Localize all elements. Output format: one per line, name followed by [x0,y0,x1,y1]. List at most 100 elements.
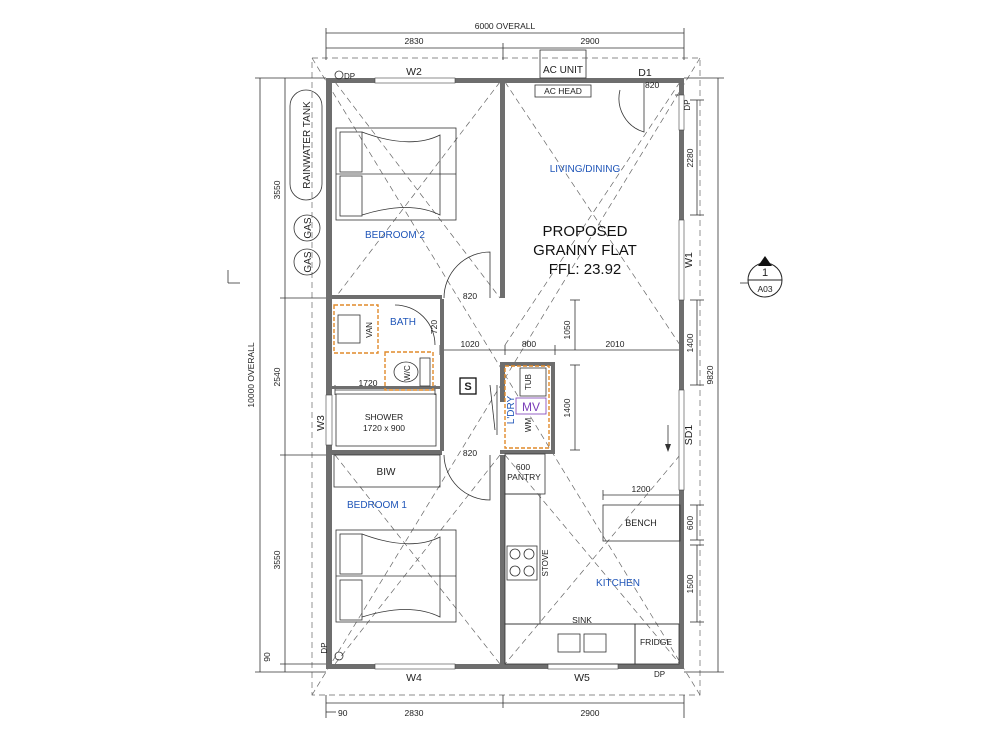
overall-width-label: 6000 OVERALL [475,21,536,31]
stove-burner [523,565,535,577]
eave-diagonal [311,57,701,696]
dim-right-1400: 1400 [685,333,695,352]
room-living-dining: LIVING/DINING [550,164,621,175]
dim-left-upper: 3550 [272,180,282,199]
island-bench [602,504,681,542]
stove-label: STOVE [541,550,550,577]
pantry-label: PANTRY [507,472,541,482]
biw-label: BIW [377,467,396,478]
bed2-diagonal [334,81,501,299]
room-bedroom-1: BEDROOM 1 [347,500,407,511]
dim-bottom-left: 2830 [405,708,424,718]
window-w3-label: W3 [315,415,327,431]
ac-unit-box [539,49,587,79]
downpipe-tl [334,70,344,80]
s-label: S [464,381,471,393]
kitchen-bench-left [504,493,541,625]
dim-door-bed1: 820 [463,448,477,458]
kitchen-diagonal [504,454,681,665]
dim-top-left: 2830 [405,36,424,46]
section-number: 1 [762,267,768,279]
dim-laundry-1400: 1400 [562,398,572,417]
walls [326,78,684,669]
stove-burner [523,548,535,560]
dim-right-600: 600 [685,516,695,530]
shower-size-label: 1720 x 900 [363,423,405,433]
dim-hall-1050: 1050 [562,320,572,339]
window-w5-label: W5 [574,672,590,684]
eave-outline [311,57,701,696]
sink-bowl [557,633,581,653]
dim-right-2280: 2280 [685,148,695,167]
door-d1-label: D1 [638,67,652,79]
dim-door-bed2: 820 [463,291,477,301]
stove-burner [509,565,521,577]
vanity-outline [333,304,379,354]
wm-label: WM [524,418,533,433]
mv-label: MV [522,400,540,414]
sliding-arrow-head [665,444,671,452]
dim-d1-width: 820 [645,80,659,90]
rainwater-tank [289,89,323,201]
dim-shower-1720: 1720 [359,378,378,388]
doors [394,83,645,501]
built-in-wardrobe [333,454,441,488]
toilet-bowl [393,361,419,383]
stove-burner [509,548,521,560]
overall-length-label: 10000 OVERALL [246,342,256,407]
window-w1-label: W1 [683,252,695,268]
room-bedroom-2: BEDROOM 2 [365,230,425,241]
rainwater-tank-label: RAINWATER TANK [302,101,313,189]
dp-label-tl: DP [344,72,355,81]
dp-label-bl: DP [320,642,329,653]
section-marker [747,256,783,298]
gas-label-1: GAS [303,217,314,238]
mv-box [515,397,547,415]
tub [519,367,547,397]
dim-right-overall: 9820 [705,365,715,384]
wc-label: W/C [403,365,412,381]
plan-title-line1: PROPOSED [542,223,627,240]
vanity-basin [337,314,361,344]
pantry-size-label: 600 [516,462,530,472]
s-box [459,377,477,395]
dimension-lines [255,28,724,718]
windows [325,77,685,670]
ac-head-label: AC HEAD [544,86,582,96]
bed-2 [335,127,457,221]
toilet-cistern [419,357,431,387]
bench-label: BENCH [625,518,657,528]
section-sheet: A03 [757,284,772,294]
dim-top-right: 2900 [581,36,600,46]
gas-label-2: GAS [303,251,314,272]
laundry-outline [504,365,550,449]
dim-bench-1200: 1200 [632,484,651,494]
downpipe-bl [334,651,344,661]
room-bath: BATH [390,317,416,328]
dim-hall-2010: 2010 [606,339,625,349]
dim-right-1500: 1500 [685,574,695,593]
living-diagonal [504,81,681,346]
plan-title-line2: GRANNY FLAT [533,242,637,259]
wc-outline [384,351,434,391]
dp-label-tr: DP [683,99,692,110]
dim-hall-800: 800 [522,339,536,349]
plan-title-line3: FFL: 23.92 [549,261,622,278]
window-w2-label: W2 [406,66,422,78]
shower-label: SHOWER [365,412,403,422]
gas-bottle-1 [293,214,321,242]
door-sd1-label: SD1 [683,425,695,446]
room-laundry: L'DRY [506,395,517,424]
dim-bottom-right: 2900 [581,708,600,718]
tub-label: TUB [524,374,533,390]
dim-left-lower: 3550 [272,550,282,569]
dim-left-offset: 90 [262,652,272,662]
bed-1 [335,529,457,623]
dim-hall-1020: 1020 [461,339,480,349]
stove [506,545,538,581]
sink-label: SINK [572,615,592,625]
dim-bottom-offset: 90 [338,708,348,718]
window-w4-label: W4 [406,672,422,684]
dim-bath-door: 720 [429,320,439,334]
